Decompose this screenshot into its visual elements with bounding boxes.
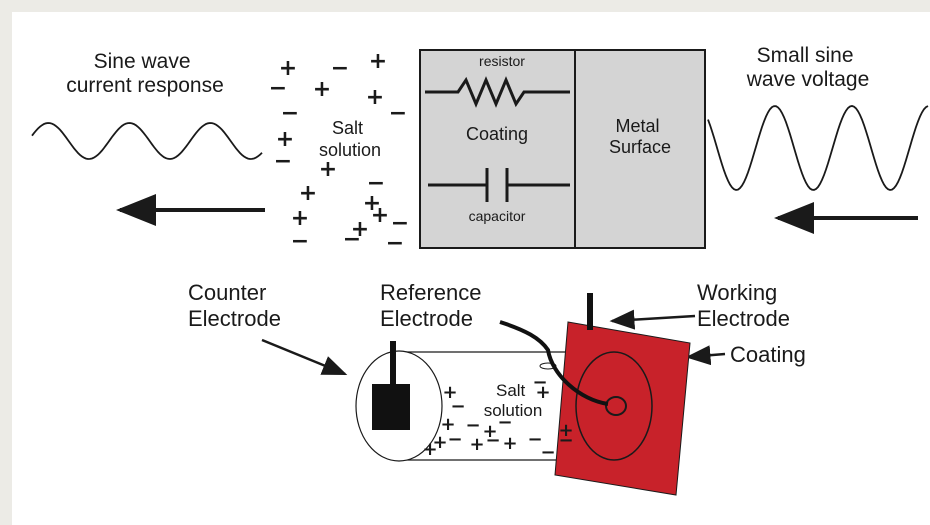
counter-electrode-label: Counter Electrode bbox=[188, 280, 281, 331]
ion-symbol: − bbox=[540, 442, 555, 463]
ion-symbol: + bbox=[371, 203, 389, 228]
ion-symbol: − bbox=[391, 211, 409, 236]
coating-pointer-arrow bbox=[685, 345, 726, 366]
ion-symbol: − bbox=[447, 429, 462, 450]
ion-symbol: − bbox=[291, 229, 309, 254]
bottom-ion-symbols: +−+−+−+−+−+−+−+−+− bbox=[422, 372, 573, 463]
ion-symbol: + bbox=[363, 191, 381, 216]
ion-symbol: + bbox=[442, 382, 457, 403]
ion-symbol: − bbox=[465, 415, 480, 436]
ion-symbol: + bbox=[369, 49, 387, 74]
top-salt-solution-label: Salt solution bbox=[319, 118, 381, 160]
ion-symbol: + bbox=[535, 382, 550, 403]
metal-surface-label: Metal Surface bbox=[609, 116, 671, 157]
red-coated-panel bbox=[554, 321, 691, 496]
ion-symbol: − bbox=[367, 171, 385, 196]
ion-symbol: − bbox=[343, 227, 361, 252]
bottom-salt-solution-label: Salt solution bbox=[484, 381, 543, 420]
bottom-coating-label: Coating bbox=[730, 342, 806, 367]
ion-symbol: + bbox=[351, 217, 369, 242]
reference-opening bbox=[539, 362, 557, 370]
ion-symbol: − bbox=[281, 101, 299, 126]
ion-symbol: + bbox=[558, 420, 573, 441]
ion-symbol: − bbox=[450, 396, 465, 417]
reference-electrode-label: Reference Electrode bbox=[380, 280, 488, 331]
ion-symbol: + bbox=[440, 414, 455, 435]
coating-layer bbox=[419, 49, 576, 249]
ion-symbol: + bbox=[432, 432, 447, 453]
ion-symbol: − bbox=[497, 412, 512, 433]
ion-symbol: + bbox=[319, 157, 337, 182]
capacitor-symbol bbox=[428, 168, 570, 202]
metal-surface bbox=[574, 49, 706, 249]
voltage-sine-wave bbox=[707, 105, 929, 191]
ion-symbol: + bbox=[279, 56, 297, 81]
ion-symbol: − bbox=[386, 231, 404, 256]
ion-symbol: + bbox=[313, 77, 331, 102]
working-pointer-arrow bbox=[609, 309, 696, 330]
ion-symbol: + bbox=[291, 206, 309, 231]
ion-symbol: − bbox=[527, 429, 542, 450]
counter-pointer-arrow bbox=[261, 338, 348, 376]
ion-symbol: − bbox=[331, 56, 349, 81]
reference-tip-ring bbox=[605, 396, 627, 416]
top-ion-symbols: +−+−−++−+−++−++−+−−+− bbox=[269, 49, 409, 256]
voltage-label: Small sine wave voltage bbox=[746, 44, 870, 91]
ion-symbol: + bbox=[469, 434, 484, 455]
current-response-label: Sine wave current response bbox=[66, 50, 224, 97]
ion-symbol: − bbox=[485, 430, 500, 451]
ion-symbol: − bbox=[274, 149, 292, 174]
ion-symbol: + bbox=[366, 85, 384, 110]
ion-symbol: + bbox=[299, 181, 317, 206]
ion-symbol: − bbox=[269, 76, 287, 101]
current-sine-wave bbox=[31, 122, 263, 160]
ion-symbol: − bbox=[558, 430, 573, 451]
coating-label: Coating bbox=[466, 124, 528, 144]
ion-symbol: + bbox=[276, 127, 294, 152]
ion-symbol: − bbox=[532, 372, 547, 393]
ion-symbol: + bbox=[482, 421, 497, 442]
ion-symbol: + bbox=[502, 433, 517, 454]
resistor-symbol bbox=[425, 76, 570, 108]
resistor-label: resistor bbox=[479, 53, 525, 69]
panel-contact-ring bbox=[575, 351, 653, 461]
ion-symbol: + bbox=[422, 439, 437, 460]
counter-electrode bbox=[372, 384, 410, 430]
capacitor-label: capacitor bbox=[469, 208, 526, 224]
reference-electrode-wire bbox=[499, 320, 609, 406]
working-electrode-label: Working Electrode bbox=[697, 280, 790, 331]
ion-symbol: − bbox=[389, 101, 407, 126]
